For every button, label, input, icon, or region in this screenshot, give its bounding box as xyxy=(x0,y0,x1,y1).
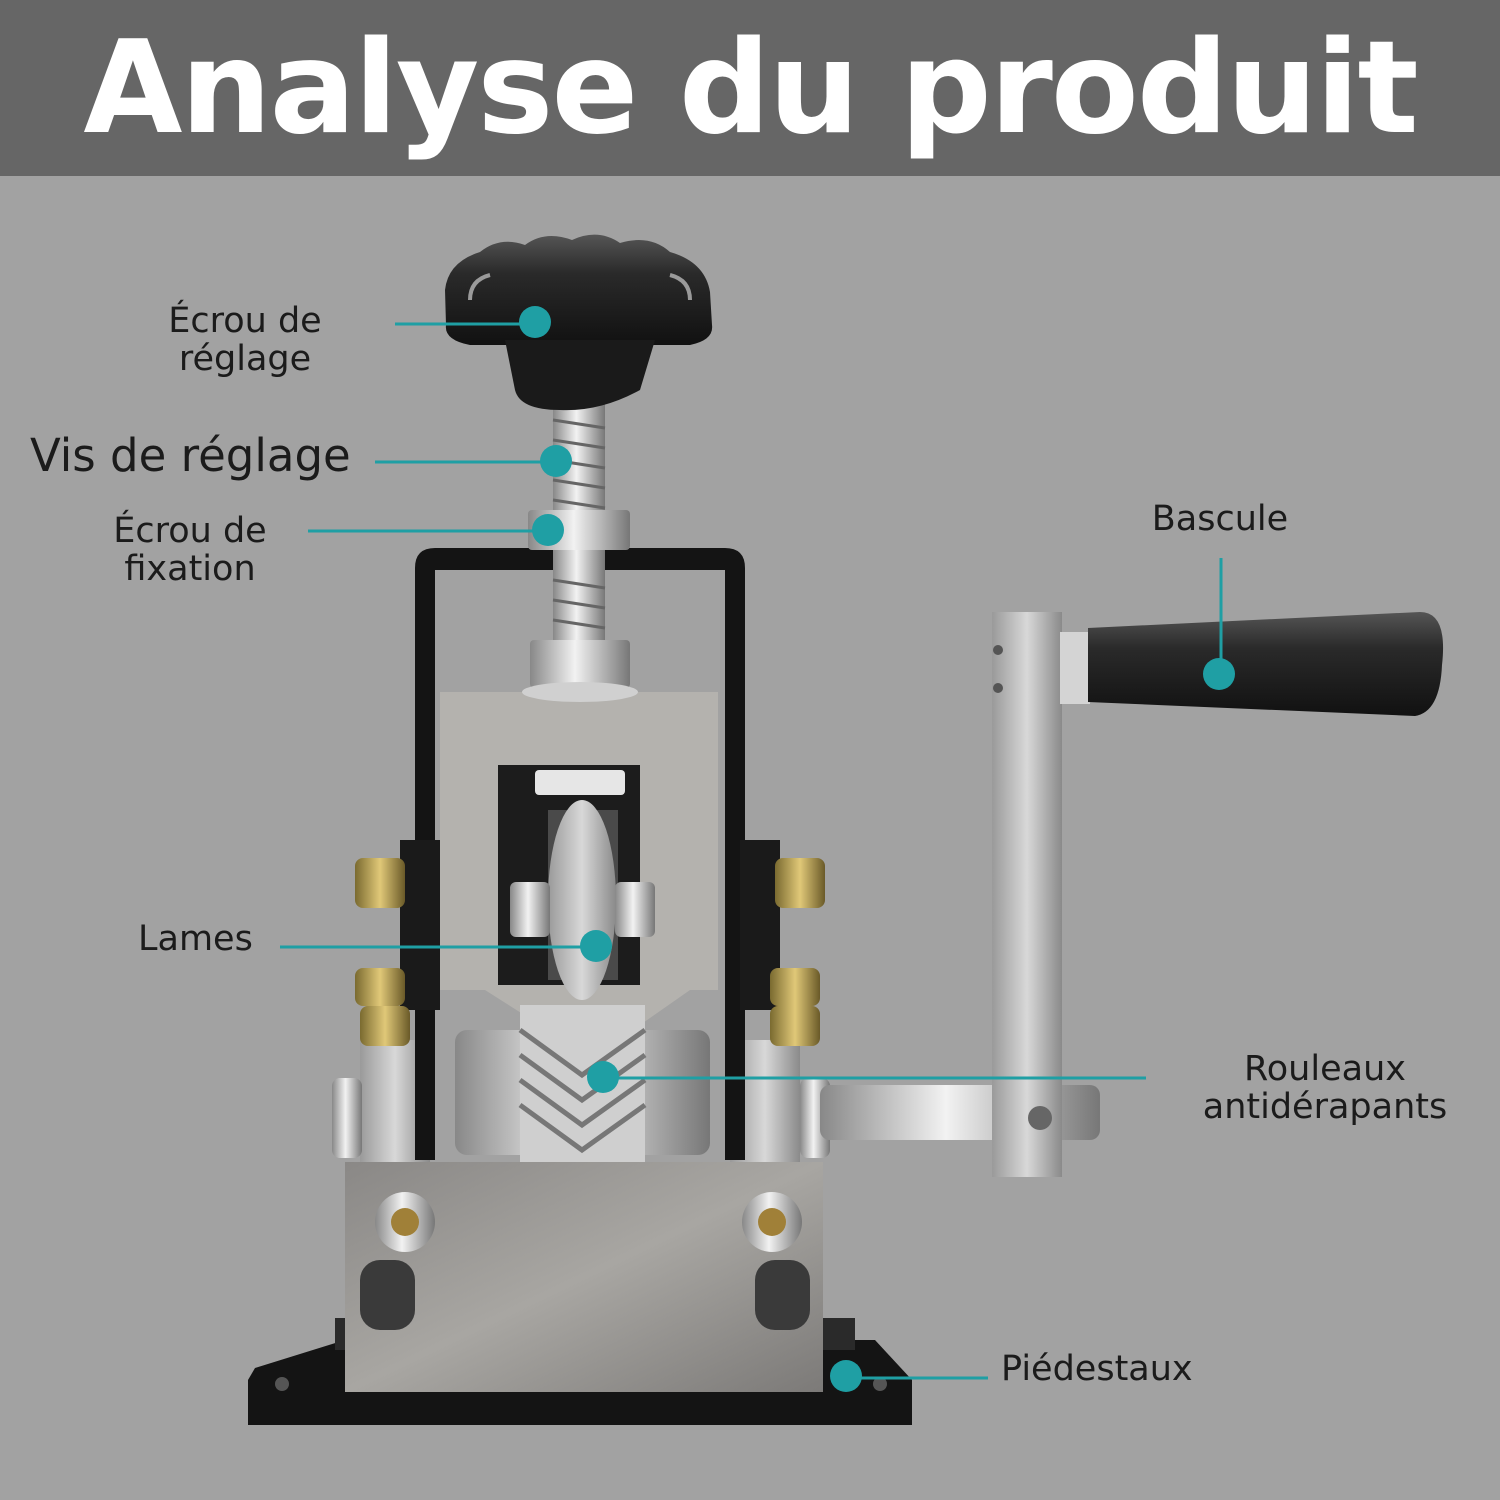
rollers xyxy=(455,1005,710,1165)
label-piedestaux: Piédestaux xyxy=(1001,1349,1193,1389)
callout-bascule xyxy=(1203,558,1235,690)
adjustment-knob xyxy=(445,234,713,411)
label-ecrou-fixation: Écrou de fixation xyxy=(113,511,267,589)
label-bascule: Bascule xyxy=(1151,499,1289,539)
label-vis-reglage: Vis de réglage xyxy=(30,429,351,482)
header-bar: Analyse du produit xyxy=(0,0,1500,176)
label-lames: Lames xyxy=(138,919,253,959)
label-ecrou-reglage: Écrou de réglage xyxy=(168,301,322,379)
brass-nuts xyxy=(355,858,825,1046)
crank-handle xyxy=(820,612,1444,1177)
callout-vis-reglage xyxy=(375,445,572,477)
black-frame xyxy=(400,548,780,1160)
callout-piedestaux xyxy=(830,1360,988,1392)
callout-ecrou-fixation xyxy=(308,514,564,546)
label-rouleaux: Rouleaux antidérapants xyxy=(1202,1049,1448,1127)
front-plate xyxy=(345,1162,823,1392)
lower-nut xyxy=(522,640,638,702)
callout-lames xyxy=(280,930,612,962)
callout-rouleaux xyxy=(587,1061,1146,1093)
page-title: Analyse du produit xyxy=(83,14,1418,163)
callout-ecrou-reglage xyxy=(395,306,551,338)
